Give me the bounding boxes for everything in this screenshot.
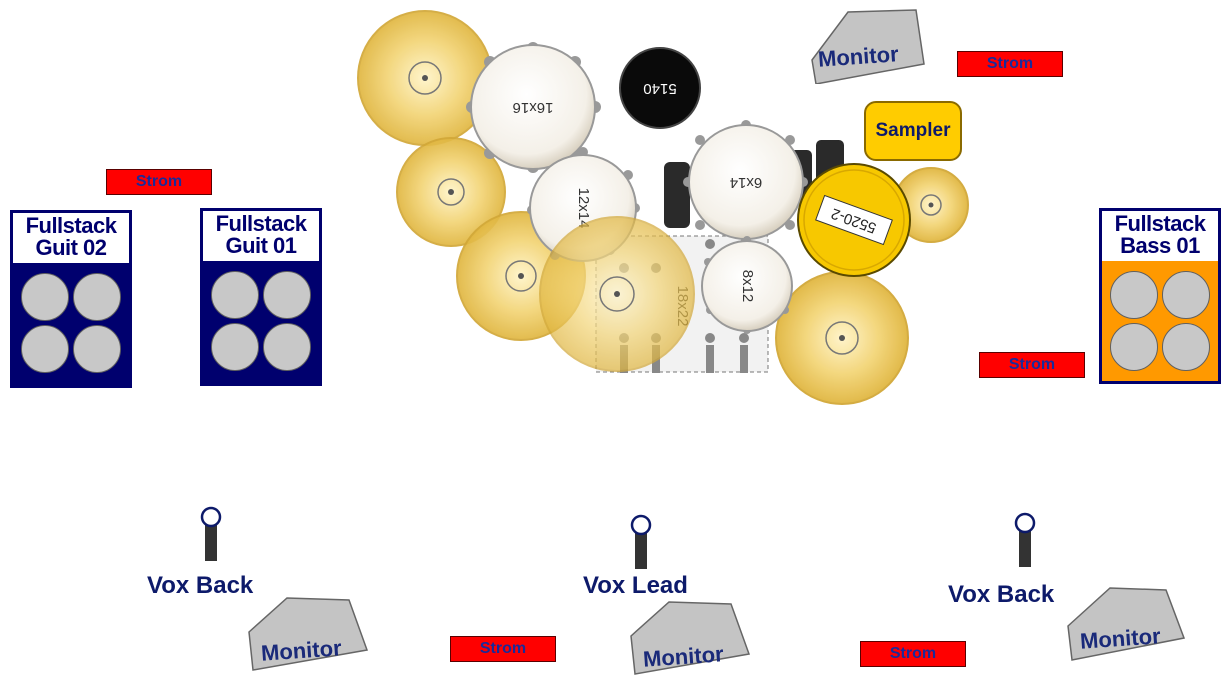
monitor-wedge-icon	[1067, 587, 1186, 661]
speaker-icon	[1110, 271, 1158, 319]
power-outlet: Strom	[860, 641, 966, 667]
svg-text:6x14: 6x14	[730, 174, 763, 191]
drum-kit: 18x22 16x16 5140 12x14	[357, 10, 969, 405]
speaker-icon	[73, 325, 121, 373]
tom-16x16: 16x16	[466, 42, 601, 173]
speaker-icon	[211, 271, 259, 319]
vox-back-right-label: Vox Back	[948, 581, 1055, 608]
microphone-icon	[1014, 512, 1036, 567]
cymbal-stand	[664, 162, 690, 228]
speaker-icon	[73, 273, 121, 321]
monitor-wedge: Monitor	[247, 596, 369, 672]
amp-label-line2: Bass 01	[1120, 233, 1200, 258]
amp-guitar-01: Fullstack Guit 01	[200, 208, 322, 386]
monitor-wedge: Monitor	[804, 8, 926, 85]
snare-5140-label: 5140	[643, 80, 676, 97]
speaker-icon	[21, 325, 69, 373]
speaker-icon	[263, 271, 311, 319]
snare-5520: 5520-2	[797, 163, 911, 277]
power-outlet: Strom	[450, 636, 556, 662]
amp-label-line2: Guit 02	[35, 235, 107, 260]
monitor-wedge-icon	[811, 9, 925, 85]
speaker-cabinet	[203, 261, 319, 375]
svg-text:12x14: 12x14	[575, 188, 592, 229]
amp-label: Fullstack Guit 01	[203, 211, 319, 261]
power-outlet: Strom	[957, 51, 1063, 77]
monitor-wedge: Monitor	[1066, 586, 1188, 662]
monitor-wedge: Monitor	[629, 600, 751, 676]
speaker-icon	[21, 273, 69, 321]
speaker-cabinet	[1102, 261, 1218, 375]
speaker-icon	[211, 323, 259, 371]
amp-bass-01: Fullstack Bass 01	[1099, 208, 1221, 384]
svg-text:8x12: 8x12	[739, 270, 756, 303]
microphone-icon	[630, 514, 652, 569]
speaker-icon	[263, 323, 311, 371]
tom-8x12: 8x12	[701, 236, 793, 334]
microphone-icon	[200, 506, 222, 561]
speaker-icon	[1162, 271, 1210, 319]
speaker-icon	[1110, 323, 1158, 371]
monitor-wedge-icon	[248, 597, 369, 671]
vox-back-left-label: Vox Back	[147, 572, 254, 599]
speaker-icon	[1162, 323, 1210, 371]
monitor-wedge-icon	[630, 601, 751, 675]
amp-label-line1: Fullstack	[215, 211, 307, 236]
amp-label: Fullstack Bass 01	[1102, 211, 1218, 261]
svg-text:16x16: 16x16	[513, 99, 554, 116]
amp-guitar-02: Fullstack Guit 02	[10, 210, 132, 388]
amp-label: Fullstack Guit 02	[13, 213, 129, 263]
amp-label-line1: Fullstack	[25, 213, 117, 238]
amp-label-line2: Guit 01	[225, 233, 297, 258]
power-outlet: Strom	[106, 169, 212, 195]
amp-label-line1: Fullstack	[1114, 211, 1206, 236]
sampler-pad: Sampler	[864, 101, 962, 161]
vox-lead-label: Vox Lead	[583, 572, 688, 599]
snare-5140	[619, 47, 701, 129]
power-outlet: Strom	[979, 352, 1085, 378]
tom-6x14: 6x14	[683, 120, 808, 245]
speaker-cabinet	[13, 263, 129, 377]
cymbal-bell	[408, 61, 442, 95]
